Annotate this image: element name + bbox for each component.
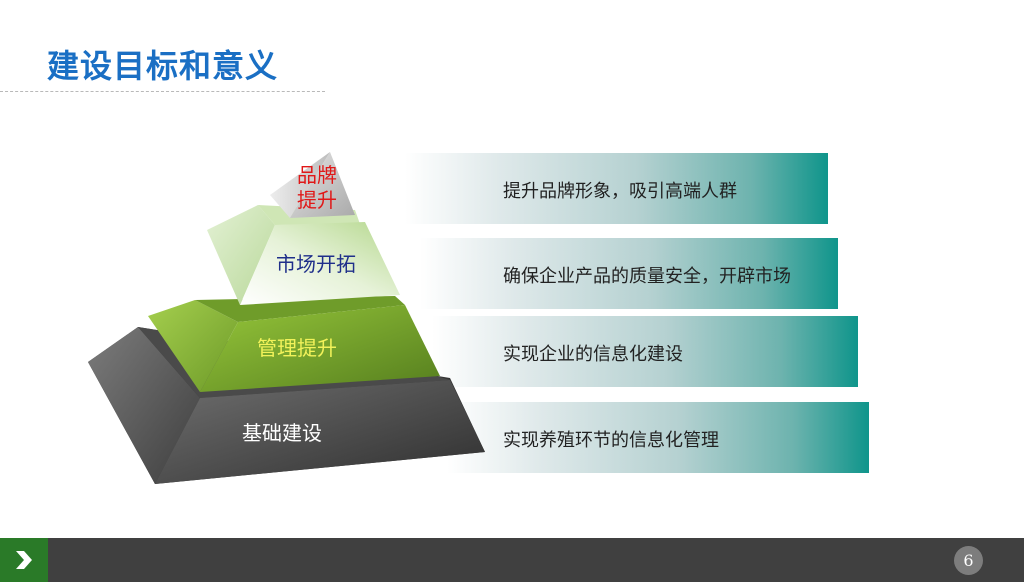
chevron-right-icon (16, 551, 32, 569)
title-divider (0, 91, 325, 92)
tier-label-base: 基础建设 (242, 421, 322, 445)
tier-label-brand: 品牌 提升 (297, 163, 337, 212)
goal-bar-text: 确保企业产品的质量安全，开辟市场 (503, 266, 791, 287)
goal-bar-text: 实现企业的信息化建设 (503, 344, 683, 365)
tier-label-market: 市场开拓 (276, 252, 356, 276)
page-number-badge: 6 (954, 546, 983, 575)
pyramid-tier-management (148, 296, 440, 392)
goal-bar-text: 实现养殖环节的信息化管理 (503, 430, 719, 451)
goal-bar-1: 提升品牌形象，吸引高端人群 (405, 153, 828, 224)
goal-bar-2: 确保企业产品的质量安全，开辟市场 (420, 238, 838, 309)
goal-bar-4: 实现养殖环节的信息化管理 (447, 402, 869, 473)
footer-bar: 6 (0, 538, 1024, 582)
slide-title: 建设目标和意义 (47, 47, 279, 85)
pyramid-tier-brand (270, 152, 355, 218)
footer-nav-tab[interactable] (0, 538, 48, 582)
goal-bar-text: 提升品牌形象，吸引高端人群 (503, 181, 737, 202)
goal-bar-3: 实现企业的信息化建设 (432, 316, 858, 387)
tier-label-management: 管理提升 (257, 336, 337, 360)
